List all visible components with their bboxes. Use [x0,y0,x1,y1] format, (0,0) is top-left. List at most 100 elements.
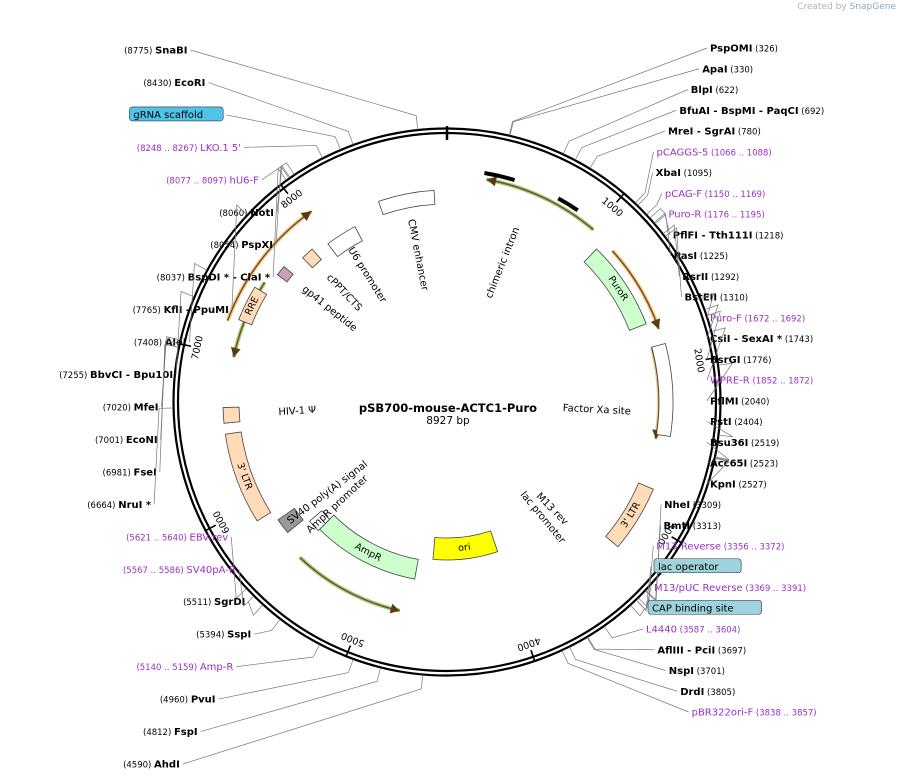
site-name: Acc65I [710,459,747,470]
site-name: PflMI [710,396,738,407]
leader-right-10 [654,213,672,256]
site-text: L4440 (3587 .. 3604) [646,625,740,636]
site-position: (1672 .. 1692) [742,314,805,324]
site-label-left-0: (8775) SnaBI [124,46,187,57]
site-label-right-25: lac operator [653,558,742,574]
site-text: Puro-F (1672 .. 1692) [710,313,805,324]
site-label-right-13: Puro-F (1672 .. 1692) [710,313,805,324]
site-text: PflMI (2040) [710,396,769,407]
leader-left-5 [276,165,291,213]
leader-right-13 [700,292,715,318]
tick-label-1000: 1000 [599,196,625,220]
site-label-left-11: (7020) MfeI [103,403,159,414]
site-text: (8248 .. 8267) LKO.1 5' [137,143,241,154]
site-text: NheI (3309) [664,500,721,511]
site-label-right-4: MreI - SgrAI (780) [668,127,761,138]
leader-right-4 [589,130,666,169]
site-position: (1066 .. 1088) [708,148,771,158]
primer-arc-glow-0 [486,177,595,232]
tick-label-7000: 7000 [190,335,206,361]
feature-tag-box [647,599,762,615]
credit-prefix: Created by [797,2,847,12]
site-position: (8430) [143,79,174,89]
plasmid-name: pSB700-mouse-ACTC1-Puro [359,401,537,415]
site-name: BstEII [684,293,717,304]
feature-3-ltr-3 [605,482,654,548]
site-text: (5394) SspI [196,630,251,641]
backbone-circle [172,126,722,677]
site-label-right-28: L4440 (3587 .. 3604) [646,625,740,636]
leader-left-17 [248,601,264,616]
feature-puror-1 [583,248,647,331]
site-text: (5621 .. 5640) EBV-rev [126,532,228,543]
site-name: BlpI [691,85,713,96]
site-name: AhdI [154,760,180,771]
site-text: BstEII (1310) [684,293,748,304]
tick-2000 [705,356,718,361]
site-name: Puro-F [710,313,742,324]
site-position: (3369 .. 3391) [743,584,806,594]
feature-gp41-peptide-11 [276,265,294,283]
site-name: SnaBI [155,46,187,57]
site-text: pBR322ori-F (3838 .. 3857) [692,708,817,719]
leader-right-15 [706,310,721,360]
feature-wpre-2 [651,343,674,438]
site-text: (5511) SgrDI [183,597,245,608]
primer-arc-head-4 [230,346,241,358]
primer-arc-glow-5 [225,209,313,322]
leader-right-8 [649,208,666,219]
site-name: RsrII [682,272,708,283]
site-label-right-18: PstI (2404) [710,417,763,428]
site-text: pCAGGS-5 (1066 .. 1088) [657,147,772,158]
site-position: (7020) [103,404,134,414]
leader-left-2 [226,114,341,150]
site-text: BlpI (622) [691,85,739,96]
site-label-right-8: Puro-R (1176 .. 1195) [668,210,764,221]
primer-arc-head-3 [389,603,400,614]
site-name: PspOMI [710,44,752,55]
site-label-left-16: (5567 .. 5586) SV40pA-R [123,565,236,576]
site-name: FseI [134,467,157,478]
site-name: SV40pA-R [186,565,235,576]
tick-label-4000: 4000 [516,634,542,652]
tick-label-5000: 5000 [340,629,367,648]
leader-right-6 [637,172,653,206]
site-text: NspI (3701) [669,666,725,677]
leader-right-7 [646,193,663,215]
site-label-left-1: (8430) EcoRI [143,78,205,89]
site-position: (1225) [697,252,728,262]
site-text: pCAG-F (1150 .. 1169) [665,189,766,200]
site-label-right-11: RsrII (1292) [682,272,739,283]
site-position: (5621 .. 5640) [126,533,189,543]
site-text: (7765) KflI - PpuMI [133,305,229,316]
site-label-left-19: (5140 .. 5159) Amp-R [136,662,233,673]
site-name: NruI * [118,500,152,511]
site-label-left-2: gRNA scaffold [129,106,224,122]
site-label-right-0: PspOMI (326) [710,44,778,55]
leader-right-5 [635,151,654,204]
plasmid-size: 8927 bp [426,415,470,427]
site-name: PspXI [241,240,273,251]
leader-right-11 [663,224,680,277]
site-label-left-9: (7408) AleI [134,338,187,349]
site-position: (4960) [160,696,191,706]
tick-6000 [204,524,217,532]
inner-label-0: Factor Xa site [563,403,631,417]
leader-right-16 [706,327,726,381]
site-label-right-12: BstEII (1310) [684,293,748,304]
site-label-right-14: CsiI - SexAI * (1743) [710,334,813,345]
site-name: MfeI [134,403,159,414]
site-name: M13 Reverse [656,542,721,553]
site-position: (7255) [59,371,90,381]
site-position: (2523) [747,460,778,470]
inner-label-4: CMV enhancer [405,218,430,292]
site-name: WPRE-R [710,376,750,387]
site-position: (1776) [740,356,771,366]
primer-arc-3 [299,556,400,612]
leader-left-1 [208,82,354,145]
site-position: (5394) [196,631,227,641]
site-name: CsiI - SexAI * [710,334,783,345]
feature-hiv-1--9 [222,406,241,424]
site-text: (4812) FspI [143,727,198,738]
site-text: PspOMI (326) [710,44,778,55]
